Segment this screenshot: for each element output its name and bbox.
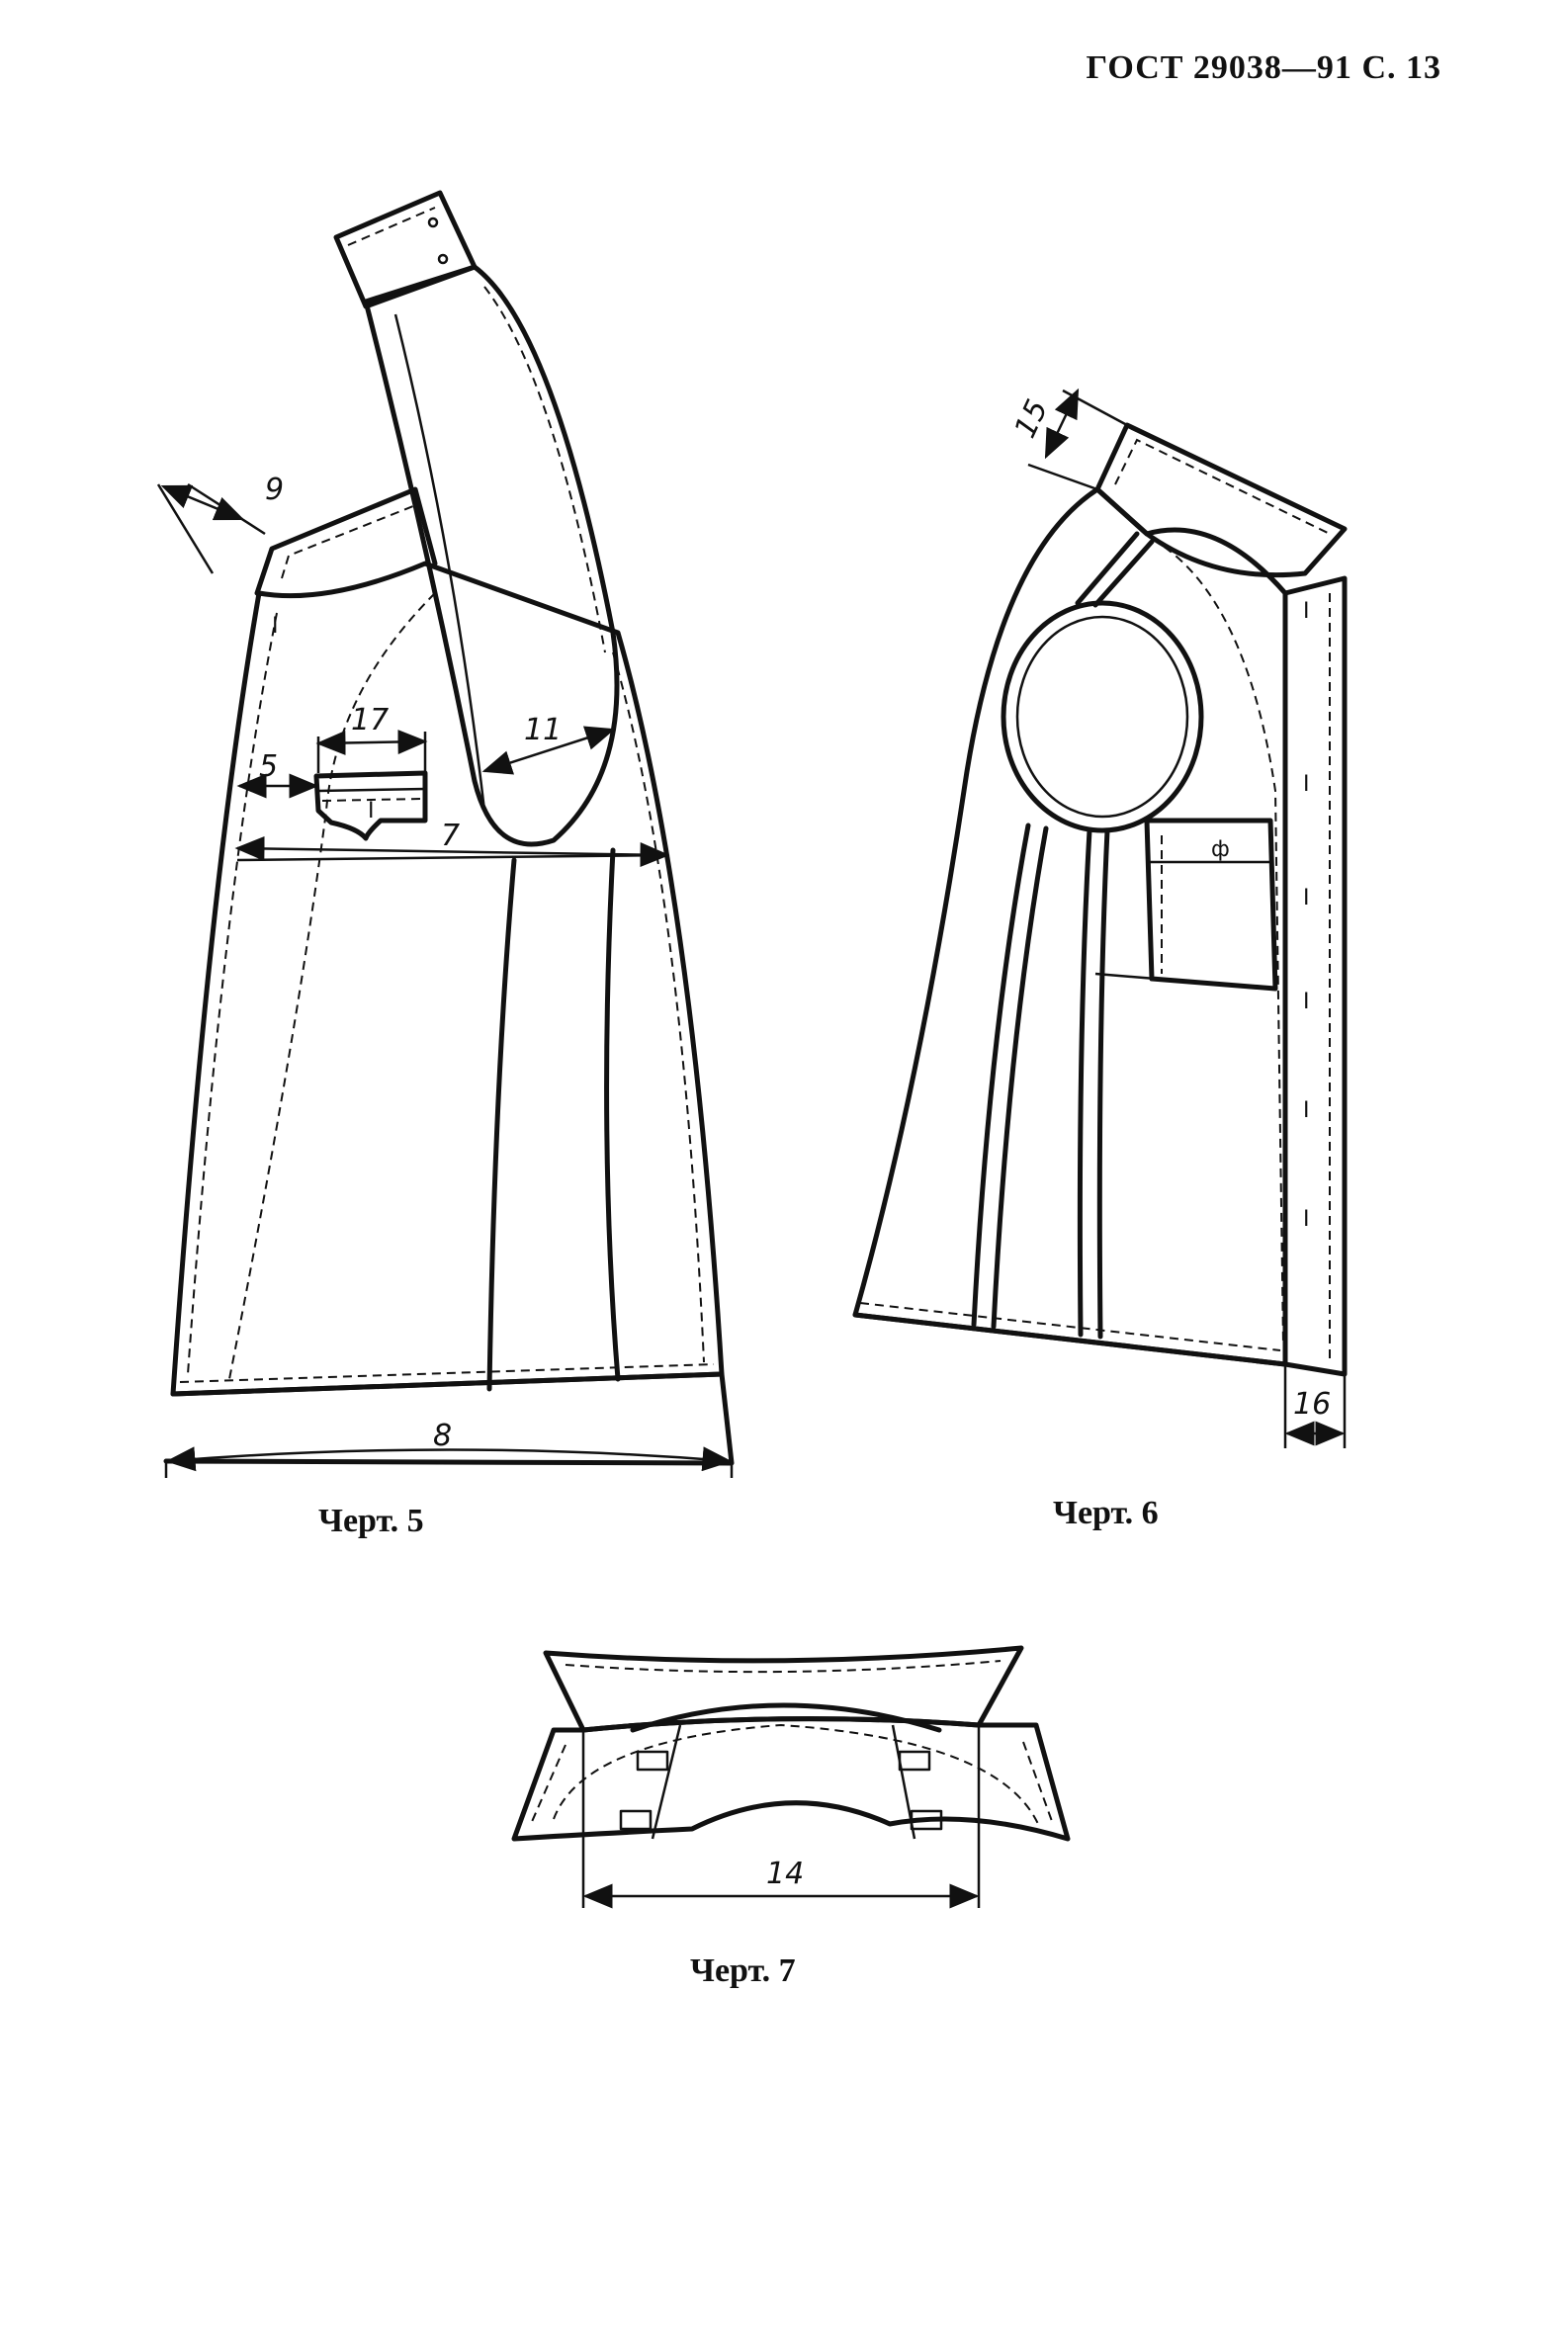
- fig6-placket: [1282, 575, 1348, 1377]
- fig7-loop-3: [898, 1750, 931, 1772]
- svg-text:I: I: [1303, 886, 1310, 910]
- fig7-dim-14: 14: [766, 1857, 804, 1891]
- fig6-collar: [1094, 422, 1348, 578]
- svg-text:I: I: [1303, 990, 1310, 1014]
- fig5-dim17-arrow: [315, 730, 428, 755]
- fig7-loop-4: [910, 1809, 943, 1831]
- fig7-strap-left: [651, 1724, 682, 1840]
- fig6-dim15-arrow: [1044, 388, 1080, 460]
- fig7-collar-stitch-2: [1022, 1741, 1054, 1825]
- fig5-dim8-arrow: [165, 1446, 733, 1472]
- page-header: ГОСТ 29038—91 С. 13: [1087, 49, 1441, 87]
- fig5-sleeve-seam: [393, 313, 486, 812]
- fig5-facing-line: [228, 592, 436, 1380]
- fig5-cuff-button-2: [437, 253, 449, 265]
- fig6-hem-band: [852, 1312, 1288, 1367]
- fig5-side-stitch: [612, 651, 705, 1363]
- fig6-dim15-ext-2: [1062, 389, 1128, 427]
- fig5-body-outline: [170, 561, 725, 1397]
- fig5-dim9-arrow: [160, 484, 245, 521]
- fig5-seam-2: [604, 847, 621, 1382]
- fig7-collar: [511, 1716, 1071, 1842]
- fig6-hem-stitch: [859, 1302, 1281, 1351]
- fig7-loop-2: [619, 1809, 653, 1831]
- fig6-dim15-ext-1: [1027, 463, 1098, 491]
- svg-text:I: I: [1303, 772, 1310, 797]
- fig5-dim11-arrow: [481, 726, 616, 775]
- fig5-collar: [254, 486, 438, 596]
- fig6-armhole-inner: [1015, 615, 1189, 819]
- fig6-back-seam-2: [991, 825, 1049, 1330]
- fig5-cuff-button-1: [427, 217, 439, 228]
- figure-7-drawing: 14: [511, 1645, 1071, 1909]
- fig7-loop-1: [636, 1750, 669, 1772]
- fig5-pocket-mark: I: [368, 799, 375, 823]
- fig5-dim-11: 11: [524, 713, 562, 747]
- fig5-front-stitch: [187, 612, 278, 1375]
- standard-number: ГОСТ 29038—91: [1086, 49, 1352, 86]
- fig5-hem-stitch: [179, 1363, 715, 1383]
- figure-5-caption: Черт. 5: [318, 1503, 424, 1539]
- fig5-dim-8: 8: [433, 1419, 452, 1453]
- fig6-back-seam-3: [1077, 827, 1092, 1338]
- fig6-buttonholes: I I I I I I: [1303, 599, 1310, 1232]
- fig5-cuff-stitch: [347, 207, 436, 246]
- fig5-waist-line: [236, 853, 668, 862]
- fig5-cuff: [333, 190, 478, 309]
- fig6-collar-stitch: [1114, 438, 1331, 535]
- fig5-pocket-stitch: [321, 798, 422, 802]
- fig7-stand-stitch: [565, 1660, 1002, 1674]
- fig6-back-seam-1: [971, 823, 1031, 1328]
- page-number: С. 13: [1361, 49, 1441, 86]
- fig6-dim-15: 15: [1008, 394, 1056, 443]
- figure-6-drawing: I I I I I I ф 15 16: [852, 388, 1348, 1448]
- fig5-dim-5: 5: [259, 749, 278, 784]
- fig5-side-mark: I: [272, 614, 279, 639]
- svg-text:I: I: [1303, 1207, 1310, 1232]
- fig5-sleeve: [363, 264, 620, 847]
- figure-5-drawing: I I 9 17 5 11 7 8: [156, 190, 735, 1478]
- svg-text:I: I: [1303, 1098, 1310, 1123]
- fig5-dim7-arrow: [234, 835, 670, 868]
- fig5-dim9-ext-2: [187, 482, 266, 536]
- svg-text:I: I: [1303, 599, 1310, 624]
- fig6-pocket-button: ф: [1211, 837, 1230, 862]
- fig5-collar-stitch: [281, 505, 414, 579]
- fig7-center-curve: [630, 1702, 942, 1733]
- fig6-inner-line: [1094, 972, 1276, 991]
- fig7-inner-curve: [553, 1723, 1039, 1825]
- fig6-yoke-seam-1: [1075, 531, 1140, 606]
- fig5-sleeve-stitch: [483, 286, 606, 653]
- fig5-pocket-flap-line: [317, 787, 426, 793]
- fig6-back-seam-4: [1096, 827, 1110, 1340]
- figure-7-caption: Черт. 7: [690, 1952, 796, 1989]
- fig6-front-stitch: [1151, 538, 1284, 1345]
- fig5-dim-17: 17: [351, 703, 389, 737]
- figure-6-caption: Черт. 6: [1053, 1495, 1159, 1531]
- fig5-seam-1: [486, 857, 517, 1392]
- fig5-dim-9: 9: [265, 473, 284, 507]
- fig6-armhole: [1001, 600, 1204, 833]
- fig6-dim-16: 16: [1293, 1387, 1331, 1422]
- fig5-dim-7: 7: [441, 819, 460, 853]
- fig6-body-outline: [852, 486, 1288, 1367]
- fig5-dim9-ext-1: [156, 483, 215, 574]
- fig6-yoke-seam-2: [1092, 539, 1155, 608]
